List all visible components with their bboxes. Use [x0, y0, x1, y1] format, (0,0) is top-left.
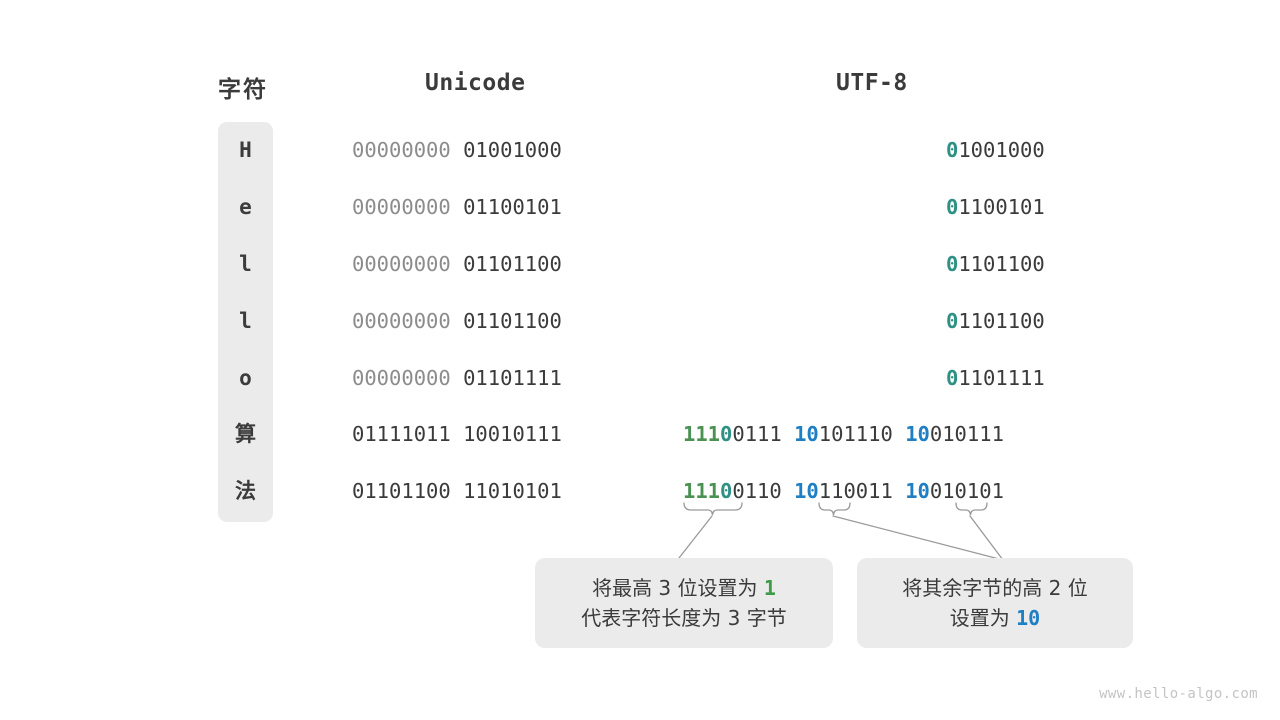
utf8-cont-marker: 10 — [794, 479, 819, 503]
char-cell: H — [239, 138, 252, 162]
utf8-lead-marker: 0 — [946, 195, 959, 219]
utf8-payload: 1101100 — [958, 252, 1045, 276]
callout-left-emphasis: 1 — [763, 576, 776, 600]
unicode-sep — [451, 138, 463, 162]
unicode-sep — [451, 422, 463, 446]
column-header-char: 字符 — [218, 77, 268, 103]
char-column-panel — [218, 122, 273, 522]
utf8-lead-ones: 111 — [683, 422, 721, 446]
utf8-value: 11100111 10101110 10010111 — [683, 422, 1004, 446]
utf8-cont-marker: 10 — [905, 479, 930, 503]
watermark: www.hello-algo.com — [1099, 686, 1258, 702]
utf8-byte1-payload: 0110 — [732, 479, 782, 503]
utf8-sep — [782, 422, 794, 446]
unicode-high-byte: 01111011 — [352, 422, 451, 446]
char-cell: l — [239, 309, 252, 333]
unicode-high-byte: 00000000 — [352, 309, 451, 333]
utf8-value: 01101100 — [946, 309, 1045, 333]
unicode-sep — [451, 479, 463, 503]
brace-cont-byte-1 — [818, 502, 851, 516]
callout-left-line1-text: 将最高 3 位设置为 — [592, 576, 764, 600]
utf8-lead-marker: 0 — [946, 309, 959, 333]
unicode-low-byte: 01101111 — [463, 366, 562, 390]
callout-right-line1: 将其余字节的高 2 位 — [902, 576, 1088, 600]
leader-line-right-b — [969, 515, 1004, 561]
utf8-lead-marker: 0 — [946, 252, 959, 276]
callout-continuation-byte: 将其余字节的高 2 位 设置为 10 — [857, 558, 1133, 648]
callout-right-line2-text: 设置为 — [949, 606, 1017, 630]
callout-lead-byte: 将最高 3 位设置为 1 代表字符长度为 3 字节 — [535, 558, 833, 648]
char-cell: 法 — [235, 479, 256, 503]
unicode-sep — [451, 252, 463, 276]
utf8-lead-zero: 0 — [720, 422, 733, 446]
utf8-byte2-payload: 101110 — [818, 422, 893, 446]
char-cell: 算 — [235, 422, 256, 446]
callout-left-line1: 将最高 3 位设置为 1 — [592, 573, 776, 603]
utf8-lead-marker: 0 — [946, 366, 959, 390]
callout-right-emphasis: 10 — [1016, 606, 1041, 630]
unicode-value: 00000000 01100101 — [352, 195, 562, 219]
unicode-low-byte: 01101100 — [463, 309, 562, 333]
unicode-low-byte: 01001000 — [463, 138, 562, 162]
leader-line-right-a — [832, 515, 1004, 561]
unicode-value: 01111011 10010111 — [352, 422, 562, 446]
utf8-value: 01101111 — [946, 366, 1045, 390]
utf8-cont-marker: 10 — [905, 422, 930, 446]
utf8-sep — [782, 479, 794, 503]
unicode-high-byte: 01101100 — [352, 479, 451, 503]
unicode-low-byte: 01101100 — [463, 252, 562, 276]
utf8-byte3-payload: 010111 — [929, 422, 1004, 446]
utf8-sep — [893, 422, 905, 446]
utf8-sep — [893, 479, 905, 503]
unicode-high-byte: 00000000 — [352, 252, 451, 276]
callout-left-line2: 代表字符长度为 3 字节 — [581, 606, 787, 630]
utf8-value: 01101100 — [946, 252, 1045, 276]
unicode-value: 00000000 01101100 — [352, 252, 562, 276]
utf8-cont-marker: 10 — [794, 422, 819, 446]
utf8-byte3-payload: 010101 — [929, 479, 1004, 503]
utf8-value: 11100110 10110011 10010101 — [683, 479, 1004, 503]
unicode-high-byte: 00000000 — [352, 195, 451, 219]
unicode-high-byte: 00000000 — [352, 138, 451, 162]
unicode-sep — [451, 366, 463, 390]
leader-line-left — [678, 515, 713, 559]
unicode-low-byte: 10010111 — [463, 422, 562, 446]
utf8-payload: 1101100 — [958, 309, 1045, 333]
utf8-payload: 1100101 — [958, 195, 1045, 219]
unicode-value: 00000000 01101111 — [352, 366, 562, 390]
unicode-sep — [451, 195, 463, 219]
utf8-lead-marker: 0 — [946, 138, 959, 162]
char-cell: l — [239, 252, 252, 276]
unicode-low-byte: 01100101 — [463, 195, 562, 219]
utf8-lead-ones: 111 — [683, 479, 721, 503]
utf8-byte2-payload: 110011 — [818, 479, 893, 503]
column-header-unicode: Unicode — [425, 70, 526, 96]
unicode-sep — [451, 309, 463, 333]
utf8-value: 01001000 — [946, 138, 1045, 162]
utf8-value: 01100101 — [946, 195, 1045, 219]
char-cell: o — [239, 366, 252, 390]
utf8-payload: 1001000 — [958, 138, 1045, 162]
utf8-payload: 1101111 — [958, 366, 1045, 390]
unicode-low-byte: 11010101 — [463, 479, 562, 503]
unicode-value: 01101100 11010101 — [352, 479, 562, 503]
unicode-value: 00000000 01001000 — [352, 138, 562, 162]
brace-cont-byte-2 — [955, 502, 988, 516]
utf8-byte1-payload: 0111 — [732, 422, 782, 446]
brace-lead-byte — [683, 502, 743, 516]
unicode-value: 00000000 01101100 — [352, 309, 562, 333]
char-cell: e — [239, 195, 252, 219]
column-header-utf8: UTF-8 — [836, 70, 908, 96]
utf8-lead-zero: 0 — [720, 479, 733, 503]
unicode-high-byte: 00000000 — [352, 366, 451, 390]
callout-right-line2: 设置为 10 — [950, 603, 1040, 633]
